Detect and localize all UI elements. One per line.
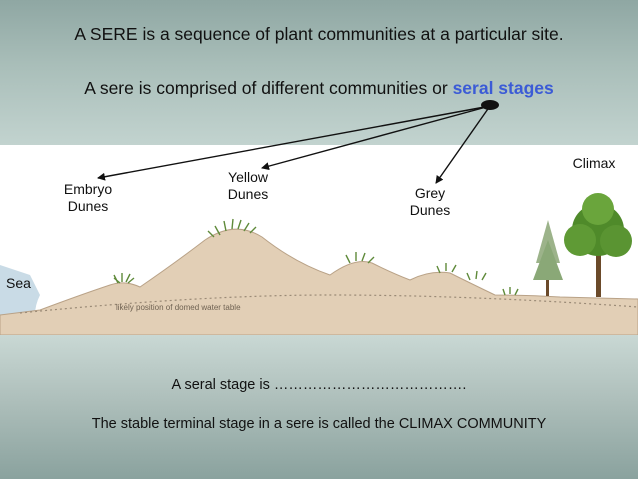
yellow-label-line2: Dunes [227,186,269,202]
seral-stage-prompt: A seral stage is …………………………………. [171,377,467,393]
conifer-tree [533,220,563,296]
water-table-label: likely position of domed water table [116,303,241,312]
yellow-dunes-label: Yellow Dunes [216,169,280,203]
seral-stages-highlight: seral stages [452,78,554,98]
dune-profile [0,228,638,335]
title-sere-definition: A SERE is a sequence of plant communitie… [74,24,564,44]
climax-community-statement: The stable terminal stage in a sere is c… [91,416,547,432]
yellow-label-line1: Yellow [228,169,268,185]
climax-tree [564,193,632,297]
grey-dunes-label: Grey Dunes [400,185,460,219]
climax-label: Climax [572,155,616,171]
subtitle-text: A sere is comprised of different communi… [84,78,453,98]
embryo-label-line1: Embryo [63,181,113,197]
title-panel: A SERE is a sequence of plant communitie… [0,0,638,145]
embryo-label-line2: Dunes [67,198,109,214]
embryo-dunes-label: Embryo Dunes [58,181,118,215]
footer-panel: A seral stage is …………………………………. The stab… [0,335,638,479]
sea-label: Sea [6,275,31,291]
grey-label-line2: Dunes [409,202,451,218]
sand-dune-diagram: Embryo Dunes Yellow Dunes Grey Dunes Cli… [0,145,638,335]
subtitle-seral-stages: A sere is comprised of different communi… [0,78,638,99]
dune-vegetation [113,218,519,296]
water-table-line [19,294,638,314]
grey-label-line1: Grey [414,185,446,201]
